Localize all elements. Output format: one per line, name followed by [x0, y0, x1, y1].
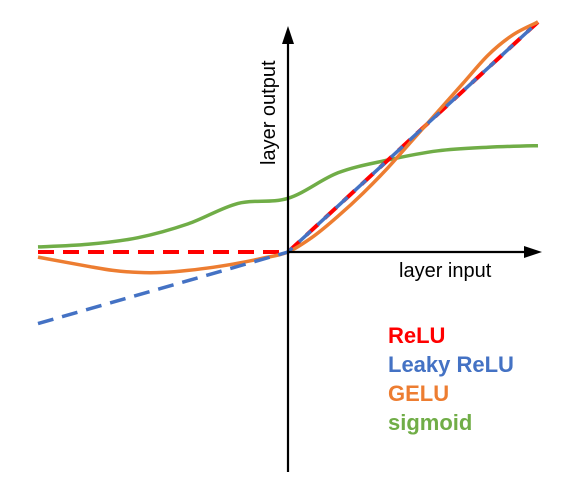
- legend-item-leaky-relu: Leaky ReLU: [388, 352, 514, 377]
- series-line-gelu: [37, 20, 539, 275]
- y-axis-label: layer output: [258, 60, 280, 165]
- legend: ReLU Leaky ReLU GELU sigmoid: [388, 323, 514, 435]
- x-axis-label: layer input: [399, 260, 492, 282]
- legend-item-gelu: GELU: [388, 381, 449, 406]
- legend-item-sigmoid: sigmoid: [388, 410, 472, 435]
- legend-item-relu: ReLU: [388, 323, 445, 348]
- x-axis-arrowhead: [524, 246, 542, 258]
- axes: [282, 26, 542, 472]
- y-axis-arrowhead: [282, 26, 294, 44]
